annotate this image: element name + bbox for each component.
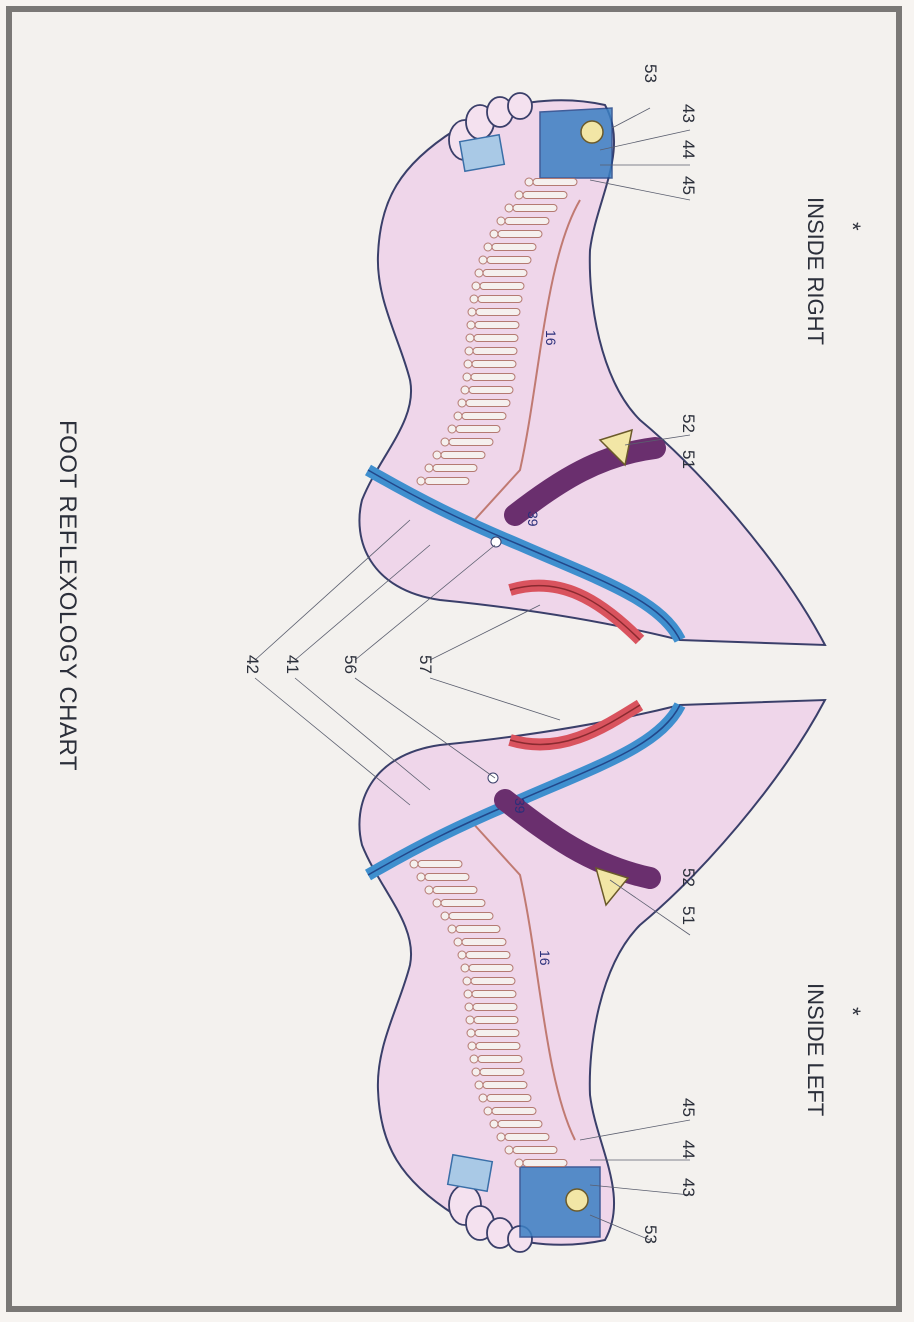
right-sinus-zone [460,135,505,171]
left-label-5: 53 [641,1225,660,1244]
right-badge-number: 39 [525,511,541,527]
left-sinus-zone [448,1155,493,1191]
right-spine-number: 16 [543,330,559,346]
inside-left-label: INSIDE LEFT [803,983,828,1116]
right-label-1: 43 [679,104,698,123]
left-foot-labels: 52 51 45 44 43 53 [641,868,698,1244]
left-spine-number: 16 [537,950,553,966]
right-big-toe-zone [540,108,612,178]
right-foot-outline [359,100,825,645]
right-foot: 39 16 [359,93,825,645]
left-pituitary-gland [566,1189,588,1211]
left-label-4: 43 [679,1178,698,1197]
left-label-2: 45 [679,1098,698,1117]
center-label-0: 57 [416,655,435,674]
right-pituitary-gland [581,121,603,143]
right-label-2: 44 [679,140,698,159]
right-foot-labels: 53 43 44 45 52 51 [641,64,698,469]
center-label-2: 41 [283,655,302,674]
left-label-1: 51 [679,906,698,925]
inside-right-label: INSIDE RIGHT [803,197,828,345]
left-badge-number: 39 [512,798,528,814]
left-star: * [840,1007,865,1016]
center-label-1: 56 [341,655,360,674]
right-star: * [840,222,865,231]
right-knee-point [491,537,501,547]
right-label-4: 52 [679,414,698,433]
right-label-0: 53 [641,64,660,83]
left-foot: 39 16 [359,700,825,1252]
right-label-3: 45 [679,176,698,195]
left-label-3: 44 [679,1140,698,1159]
center-labels: 57 56 41 42 [243,655,435,674]
right-label-5: 51 [679,450,698,469]
left-label-0: 52 [679,868,698,887]
center-label-3: 42 [243,655,262,674]
left-foot-outline [359,700,825,1245]
chart-title: FOOT REFLEXOLOGY CHART [54,420,81,771]
